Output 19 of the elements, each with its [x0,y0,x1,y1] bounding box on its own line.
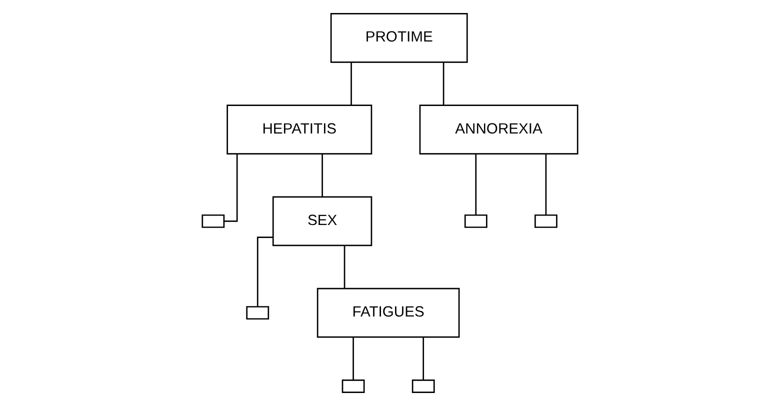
node-box: ANNOREXIA [418,104,578,154]
node-box [246,306,269,320]
connector [544,154,546,215]
connector [352,337,354,380]
node-box [534,214,557,228]
connector [474,154,476,215]
connector [321,154,322,197]
node-box [411,380,434,393]
connector [422,337,424,380]
connector [350,62,352,105]
node-box: FATIGUES [316,288,460,338]
node-box: SEX [272,196,372,246]
node-box [201,214,224,228]
node-box [464,214,487,228]
node-box [341,380,364,393]
node-box: HEPATITIS [226,104,372,154]
connector [343,246,345,288]
node-box: PROTIME [330,13,468,63]
connector [442,62,444,105]
